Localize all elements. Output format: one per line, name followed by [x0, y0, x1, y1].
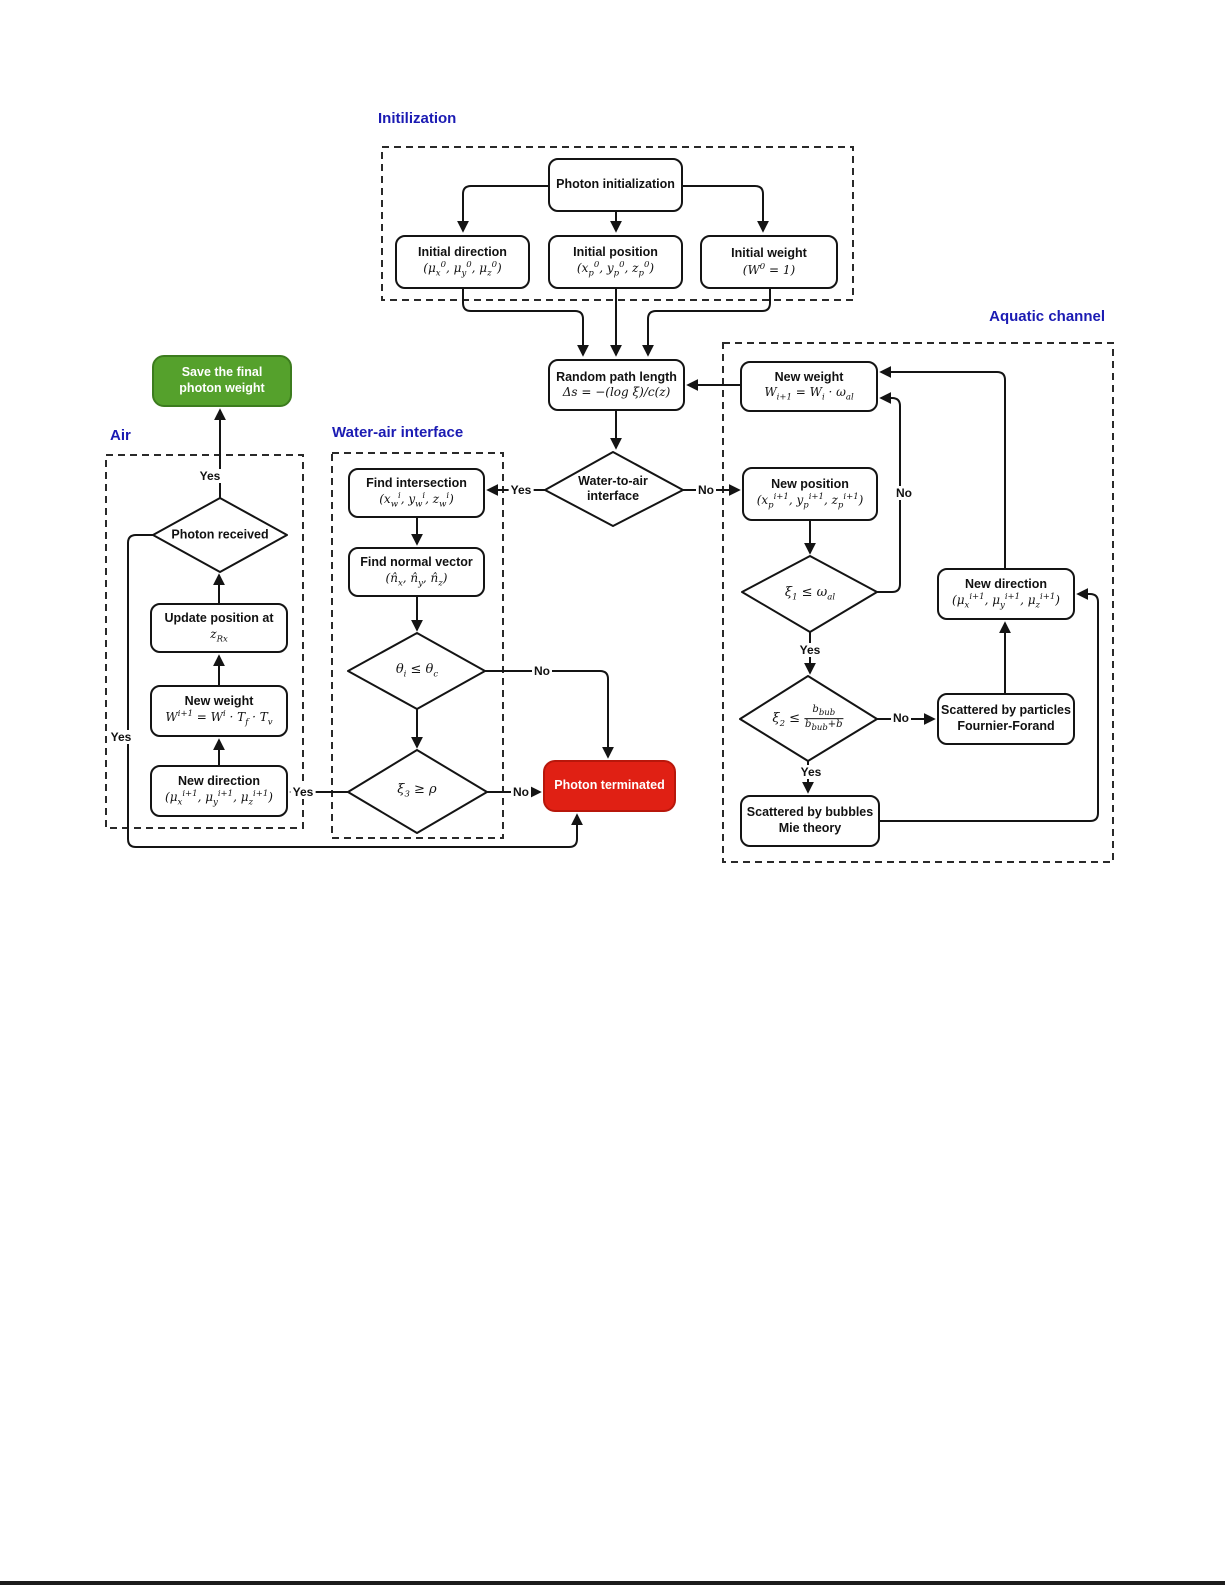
node-formula: (W0 = 1) [742, 261, 796, 277]
node-formula: (μxi+1, μyi+1, μzi+1) [165, 789, 273, 808]
node-new-position: New position (xpi+1, ypi+1, zpi+1) [742, 467, 878, 521]
label-water-to-air-interface: Water-to-air interface [578, 474, 648, 503]
node-title: Random path length [556, 369, 677, 384]
edge-label-xi3-yes: Yes [290, 785, 316, 799]
node-formula: (xwi, ywi, zwi) [379, 491, 454, 510]
section-title-water-air-interface: Water-air interface [332, 424, 464, 441]
edge-theta-no-to-terminated [485, 670, 614, 759]
node-title: Find intersection [366, 475, 467, 490]
node-save-final-photon-weight: Save the final photon weight [152, 355, 292, 407]
edge-label-xi2-no: No [891, 711, 911, 725]
node-formula: zRx [210, 626, 228, 645]
node-title: New direction [178, 773, 260, 788]
edge-label-xi1-yes: Yes [797, 643, 823, 657]
node-title: Initial direction [418, 244, 507, 259]
edge-label-interface-no: No [696, 483, 716, 497]
node-subtitle: Mie theory [778, 821, 842, 835]
label-theta-condition: θi ≤ θc [395, 662, 439, 680]
edge-label-xi2-yes: Yes [798, 765, 824, 779]
air-section-box [105, 454, 304, 829]
node-random-path-length: Random path length Δs = −(log ξ)/c(z) [548, 359, 685, 411]
node-new-direction-aquatic: New direction (μxi+1, μyi+1, μzi+1) [937, 568, 1075, 620]
node-scattered-by-bubbles: Scattered by bubbles Mie theory [740, 795, 880, 847]
edge-label-received-yes: Yes [197, 469, 223, 483]
section-title-air: Air [110, 427, 131, 444]
node-photon-terminated: Photon terminated [543, 760, 676, 812]
node-title: New direction [965, 576, 1047, 591]
edge-newdirection-to-newweight [879, 366, 1006, 568]
node-subtitle: Fournier-Forand [957, 719, 1055, 733]
diamond-xi1 [741, 555, 878, 633]
edge-init-to-weight [683, 185, 769, 233]
node-new-weight-aquatic: New weight Wi+1 = Wi · ωal [740, 361, 878, 412]
page-bottom-edge [0, 1581, 1225, 1585]
node-title: Initial weight [731, 246, 807, 261]
node-find-intersection: Find intersection (xwi, ywi, zwi) [348, 468, 485, 518]
aquatic-channel-section-box [722, 342, 1114, 863]
edge-label-theta-no: No [532, 664, 552, 678]
edge-label-interface-yes: Yes [508, 483, 534, 497]
label-xi3-condition: ξ3 ≥ ρ [397, 782, 437, 800]
node-formula: (μx0, μy0, μz0) [423, 260, 502, 279]
node-new-weight-air: New weight Wi+1 = Wi · Tf · Tv [150, 685, 288, 737]
node-scattered-by-particles: Scattered by particles Fournier-Forand [937, 693, 1075, 745]
node-title: Save the final photon weight [179, 365, 265, 395]
node-title: Photon terminated [554, 778, 665, 793]
diamond-photon-received [152, 497, 288, 573]
label-xi1-condition: ξ1 ≤ ωal [784, 585, 836, 603]
node-title: Initial position [573, 244, 658, 259]
edge-received-loop-to-terminated [127, 534, 583, 848]
node-title: New weight [184, 693, 254, 708]
edge-label-xi1-no: No [894, 486, 914, 500]
node-formula: (n̂x, n̂y, n̂z) [385, 570, 448, 589]
node-initial-position: Initial position (xp0, yp0, zp0) [548, 235, 683, 289]
edge-weight-to-pathlength [642, 289, 771, 357]
node-title: Find normal vector [360, 555, 473, 570]
node-formula: Wi+1 = Wi · Tf · Tv [165, 709, 273, 728]
node-formula: (μxi+1, μyi+1, μzi+1) [952, 592, 1060, 611]
node-update-position: Update position at zRx [150, 603, 288, 653]
diamond-water-to-air [544, 451, 684, 527]
edge-label-received-loop-yes: Yes [108, 730, 134, 744]
section-title-aquatic-channel: Aquatic channel [989, 308, 1105, 325]
section-title-initialization: Initilization [378, 110, 457, 127]
node-formula: (xpi+1, ypi+1, zpi+1) [756, 492, 864, 511]
node-find-normal-vector: Find normal vector (n̂x, n̂y, n̂z) [348, 547, 485, 597]
node-title: New position [771, 476, 849, 491]
node-formula: Δs = −(log ξ)/c(z) [562, 385, 671, 400]
diamond-xi3 [347, 749, 488, 834]
edge-label-xi3-no: No [511, 785, 531, 799]
water-air-interface-section-box [331, 452, 504, 839]
node-initial-direction: Initial direction (μx0, μy0, μz0) [395, 235, 530, 289]
node-new-direction-air: New direction (μxi+1, μyi+1, μzi+1) [150, 765, 288, 817]
node-formula: Wi+1 = Wi · ωal [764, 385, 854, 403]
edge-bubbles-to-newdirection [880, 588, 1099, 822]
label-photon-received: Photon received [171, 527, 269, 542]
node-formula: (xp0, yp0, zp0) [576, 260, 655, 279]
diamond-theta [347, 632, 486, 710]
node-title: New weight [774, 369, 844, 384]
node-title: Photon initialization [556, 177, 675, 192]
edge-direction-to-pathlength [462, 289, 589, 357]
edge-init-to-direction [457, 185, 548, 233]
node-photon-initialization: Photon initialization [548, 158, 683, 212]
node-title: Scattered by bubbles [746, 805, 874, 820]
node-title: Scattered by particles [941, 703, 1071, 718]
node-title: Update position at [164, 611, 274, 626]
node-initial-weight: Initial weight (W0 = 1) [700, 235, 838, 289]
